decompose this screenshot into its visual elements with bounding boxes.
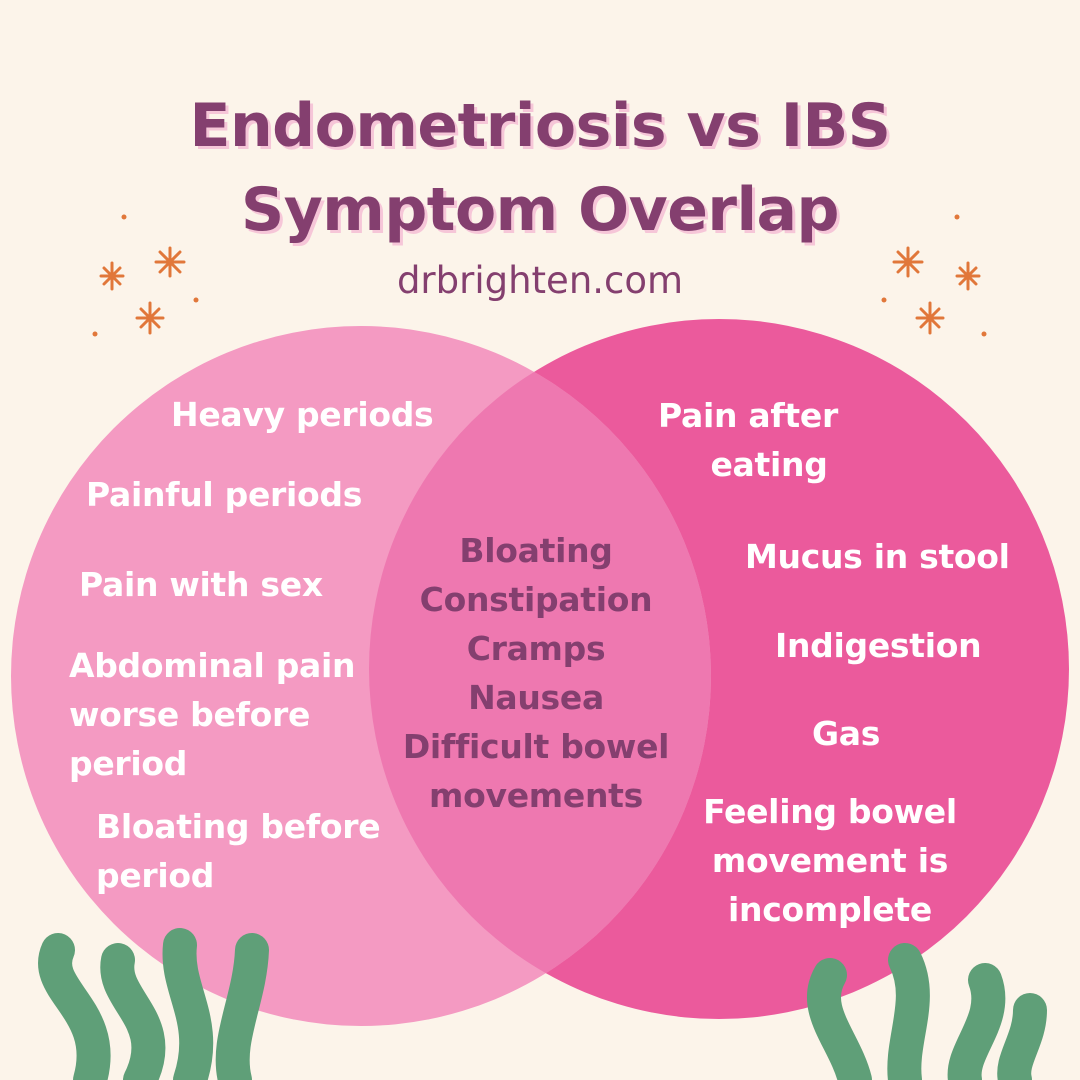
left-item-heavy-periods: Heavy periods: [171, 395, 434, 434]
sparkle-icon: [892, 246, 981, 335]
overlap-list: Bloating Constipation Cramps Nausea Diff…: [360, 526, 712, 820]
overlap-item: Constipation: [419, 580, 653, 619]
right-item-indigestion: Indigestion: [775, 626, 982, 665]
left-item-abdominal-pain: Abdominal pain worse before period: [69, 646, 356, 783]
sparkle-icon: [99, 246, 186, 335]
sparkle-dots: [92, 214, 987, 337]
leaf-icon: [807, 943, 1047, 1080]
overlap-item: Cramps: [466, 629, 606, 668]
website-link[interactable]: drbrighten.com: [396, 259, 684, 302]
left-item-bloating-before-period: Bloating before period: [96, 807, 381, 895]
overlap-item: Difficult bowel: [402, 727, 670, 766]
right-item-gas: Gas: [812, 714, 881, 753]
right-item-pain-after-eating: Pain after eating: [658, 396, 838, 484]
leaf-icon: [38, 928, 269, 1080]
page-title: Endometriosis vs IBS Symptom Overlap: [0, 84, 1080, 252]
overlap-region: [369, 326, 711, 1019]
right-item-incomplete-bowel-movement: Feeling bowel movement is incomplete: [703, 792, 957, 929]
overlap-item: Nausea: [468, 678, 604, 717]
left-item-pain-with-sex: Pain with sex: [79, 565, 323, 604]
title-line-1: Endometriosis vs IBS: [189, 91, 891, 161]
overlap-item: movements: [429, 776, 643, 815]
left-item-painful-periods: Painful periods: [86, 475, 363, 514]
title-line-2: Symptom Overlap: [240, 175, 840, 245]
right-item-mucus-in-stool: Mucus in stool: [745, 537, 1010, 576]
overlap-item: Bloating: [459, 531, 613, 570]
